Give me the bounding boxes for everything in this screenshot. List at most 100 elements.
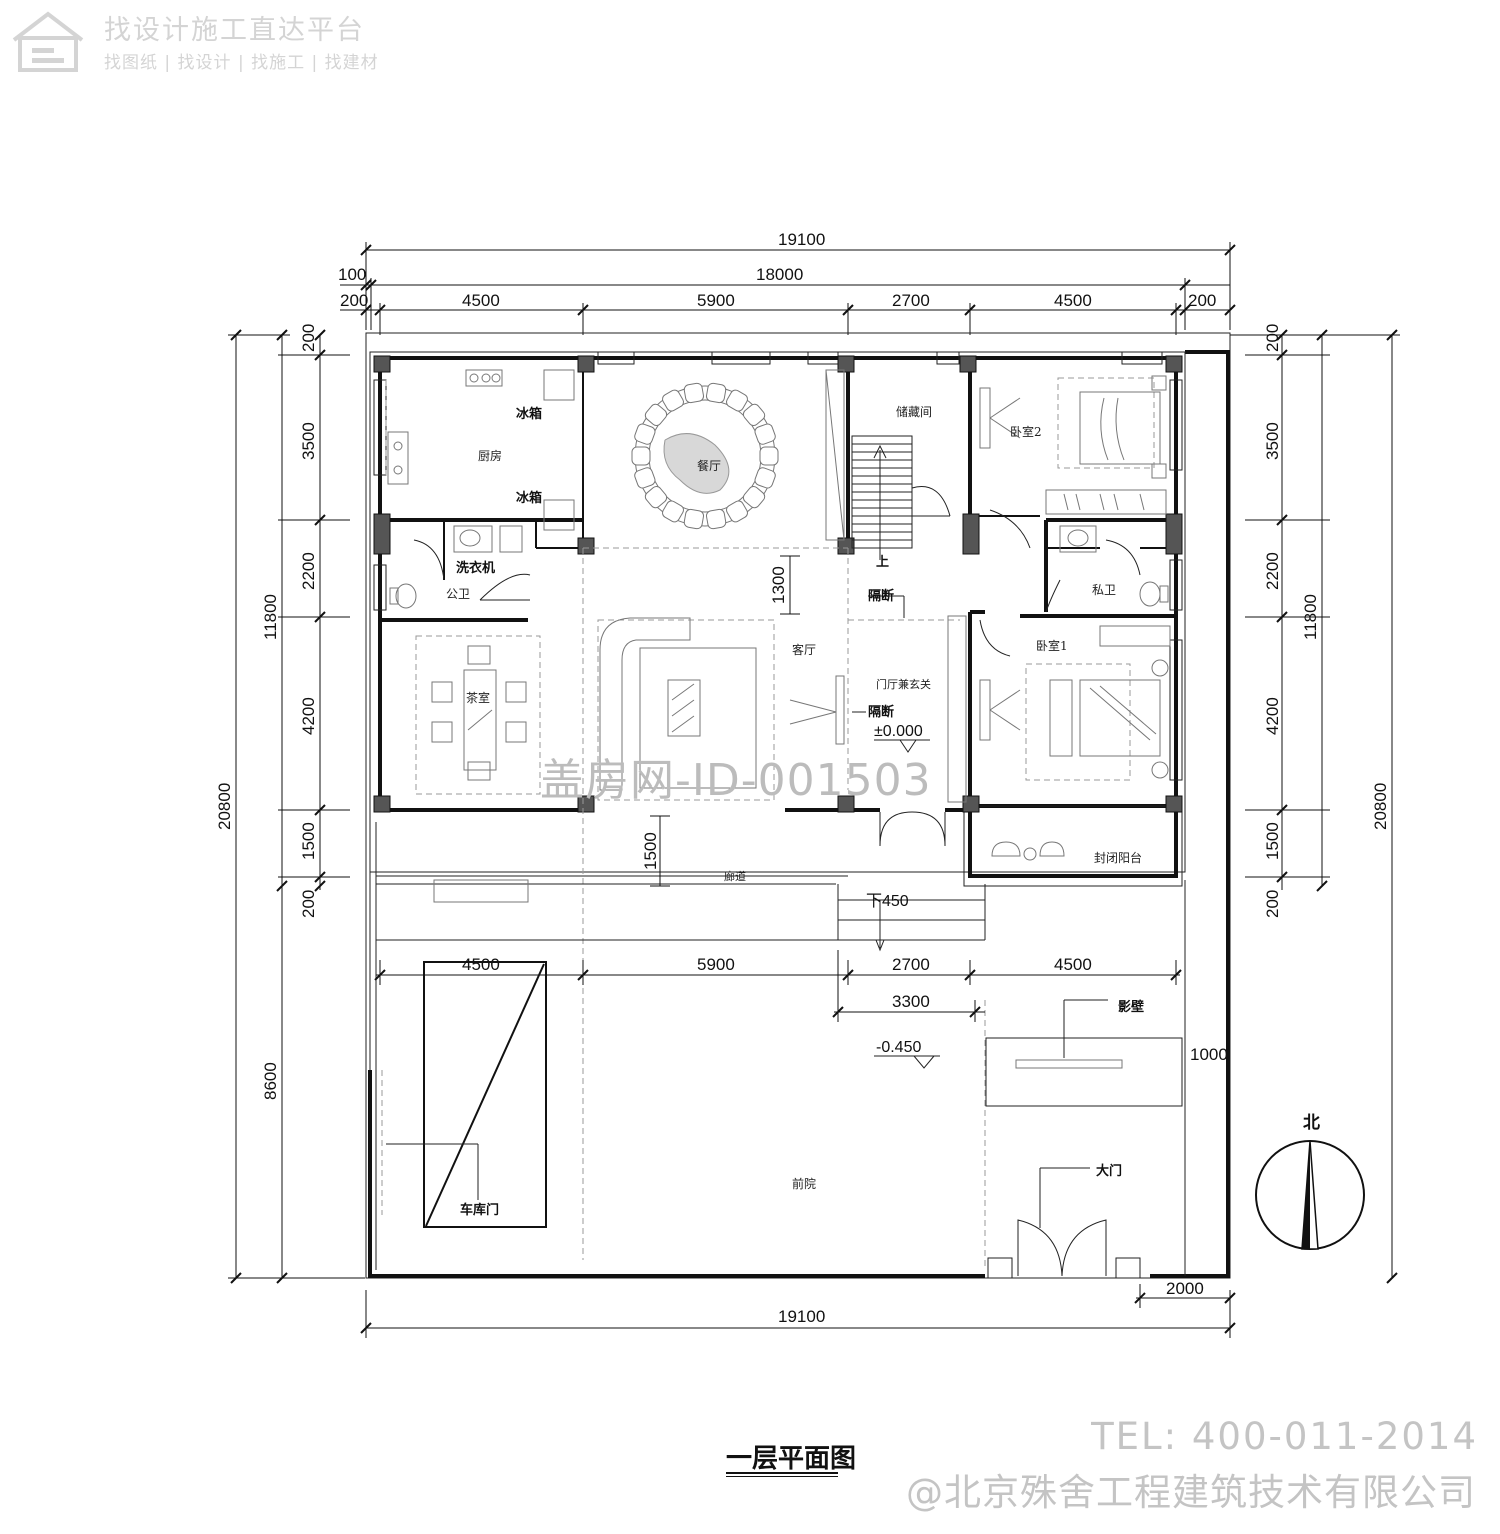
room-living: 客厅 (792, 642, 816, 657)
dim-left-house: 11800 (261, 594, 280, 640)
dim-right-200-top: 200 (1263, 324, 1282, 352)
dim-top-total: 19100 (778, 230, 825, 249)
screen-wall (985, 999, 1183, 1107)
dim-right-2200: 2200 (1263, 552, 1282, 590)
foyer-elements (879, 615, 967, 847)
dim-yard-seg2: 5900 (697, 955, 735, 974)
dining-chair (705, 508, 727, 530)
public-wc-fixtures (389, 525, 531, 609)
dim-1500-corridor: 1500 (641, 832, 660, 870)
dim-left-4200: 4200 (299, 697, 318, 735)
room-bedroom1: 卧室1 (1036, 638, 1068, 653)
dim-1300: 1300 (769, 566, 788, 604)
brand-subtitle: 找图纸 | 找设计 | 找施工 | 找建材 (104, 53, 379, 73)
room-balcony: 封闭阳台 (1094, 850, 1142, 865)
level-step: 下450 (866, 893, 909, 910)
dining-table (631, 382, 779, 530)
room-dining: 餐厅 (697, 458, 721, 473)
dim-top-seg1: 4500 (462, 291, 500, 310)
dining-chair (726, 500, 748, 523)
label-partition-1: 隔断 (868, 588, 894, 604)
label-fridge-2: 冰箱 (516, 490, 542, 506)
garage (386, 961, 547, 1228)
label-washer: 洗衣机 (456, 560, 495, 576)
kitchen-fixtures (385, 369, 575, 531)
label-partition-2: 隔断 (868, 704, 894, 720)
level-markers (852, 595, 940, 1069)
dining-chair (634, 467, 656, 489)
title-underline (726, 1472, 838, 1474)
room-front-yard: 前院 (792, 1176, 816, 1191)
inner-dims (650, 555, 800, 887)
dining-chair (662, 389, 684, 412)
dining-chair (683, 508, 705, 530)
dining-chair (705, 382, 727, 404)
label-garage-door: 车库门 (460, 1202, 499, 1218)
room-corridor: 廊道 (724, 869, 746, 883)
balcony-furniture (991, 841, 1065, 861)
bedroom2-furniture (979, 375, 1167, 549)
label-fridge-1: 冰箱 (516, 406, 542, 422)
brand-name: 找设计施工直达平台 (104, 15, 365, 46)
room-public-wc: 公卫 (446, 587, 470, 601)
dining-chair (759, 446, 779, 466)
dim-yard-1000: 1000 (1190, 1045, 1228, 1064)
dim-left-1500: 1500 (299, 822, 318, 860)
drawing-title: 一层平面图 (726, 1444, 857, 1474)
dim-yard-3300: 3300 (892, 992, 930, 1011)
dim-left-total: 20800 (215, 783, 234, 830)
dining-chair (742, 486, 766, 509)
dim-left-2200: 2200 (299, 552, 318, 590)
footer-telephone: TEL: 400-011-2014 (1091, 1415, 1478, 1458)
staircase (825, 369, 951, 560)
level-yard: -0.450 (876, 1039, 921, 1056)
north-arrow-icon (1255, 1140, 1365, 1250)
dim-top-offset: 100 (338, 265, 366, 284)
dining-chair (754, 467, 776, 489)
dim-right-house: 11800 (1301, 594, 1320, 640)
dim-top-seg4: 4500 (1054, 291, 1092, 310)
dim-top-edge-right: 200 (1188, 291, 1216, 310)
north-label: 北 (1303, 1113, 1320, 1133)
label-gate: 大门 (1096, 1163, 1122, 1179)
dim-right-3500: 3500 (1263, 422, 1282, 460)
dining-chair (644, 486, 668, 509)
right-dimensions (1230, 329, 1400, 1284)
dim-bottom-total: 19100 (778, 1307, 825, 1326)
footer-company: @北京殊舍工程建筑技术有限公司 (906, 1471, 1476, 1514)
dim-yard-seg1: 4500 (462, 955, 500, 974)
top-dimensions (340, 242, 1236, 335)
room-bedroom2: 卧室2 (1010, 424, 1042, 439)
room-foyer: 门厅兼玄关 (876, 677, 931, 691)
dim-bottom-2000: 2000 (1166, 1279, 1204, 1298)
label-screen-wall: 影壁 (1118, 999, 1144, 1015)
bedroom1-furniture (979, 625, 1171, 781)
room-tea: 茶室 (466, 690, 490, 705)
yard-dimensions (374, 950, 1182, 1022)
dim-left-3500: 3500 (299, 422, 318, 460)
bottom-dimensions (360, 1284, 1236, 1338)
dim-right-1500: 1500 (1263, 822, 1282, 860)
living-room-furniture (582, 547, 960, 1260)
dim-right-total: 20800 (1371, 783, 1390, 830)
dim-top-edge-left: 200 (340, 291, 368, 310)
corridor-and-steps (376, 875, 986, 1270)
structural-columns (373, 355, 1183, 813)
dim-yard-seg4: 4500 (1054, 955, 1092, 974)
house-logo-icon (12, 11, 84, 72)
main-gate (987, 1167, 1141, 1279)
dim-left-200-bottom: 200 (299, 890, 318, 918)
dining-chair (644, 403, 668, 426)
room-kitchen: 厨房 (478, 448, 502, 463)
level-indoor: ±0.000 (874, 723, 923, 740)
dining-chair (662, 500, 684, 523)
title-underline-thin (726, 1476, 838, 1477)
dim-left-200-top: 200 (299, 324, 318, 352)
left-dimensions (228, 329, 365, 1284)
dim-top-inner: 18000 (756, 265, 803, 284)
room-private-wc: 私卫 (1092, 583, 1116, 597)
dining-chair (742, 403, 766, 426)
dim-yard-seg3: 2700 (892, 955, 930, 974)
dining-chair (634, 423, 656, 445)
